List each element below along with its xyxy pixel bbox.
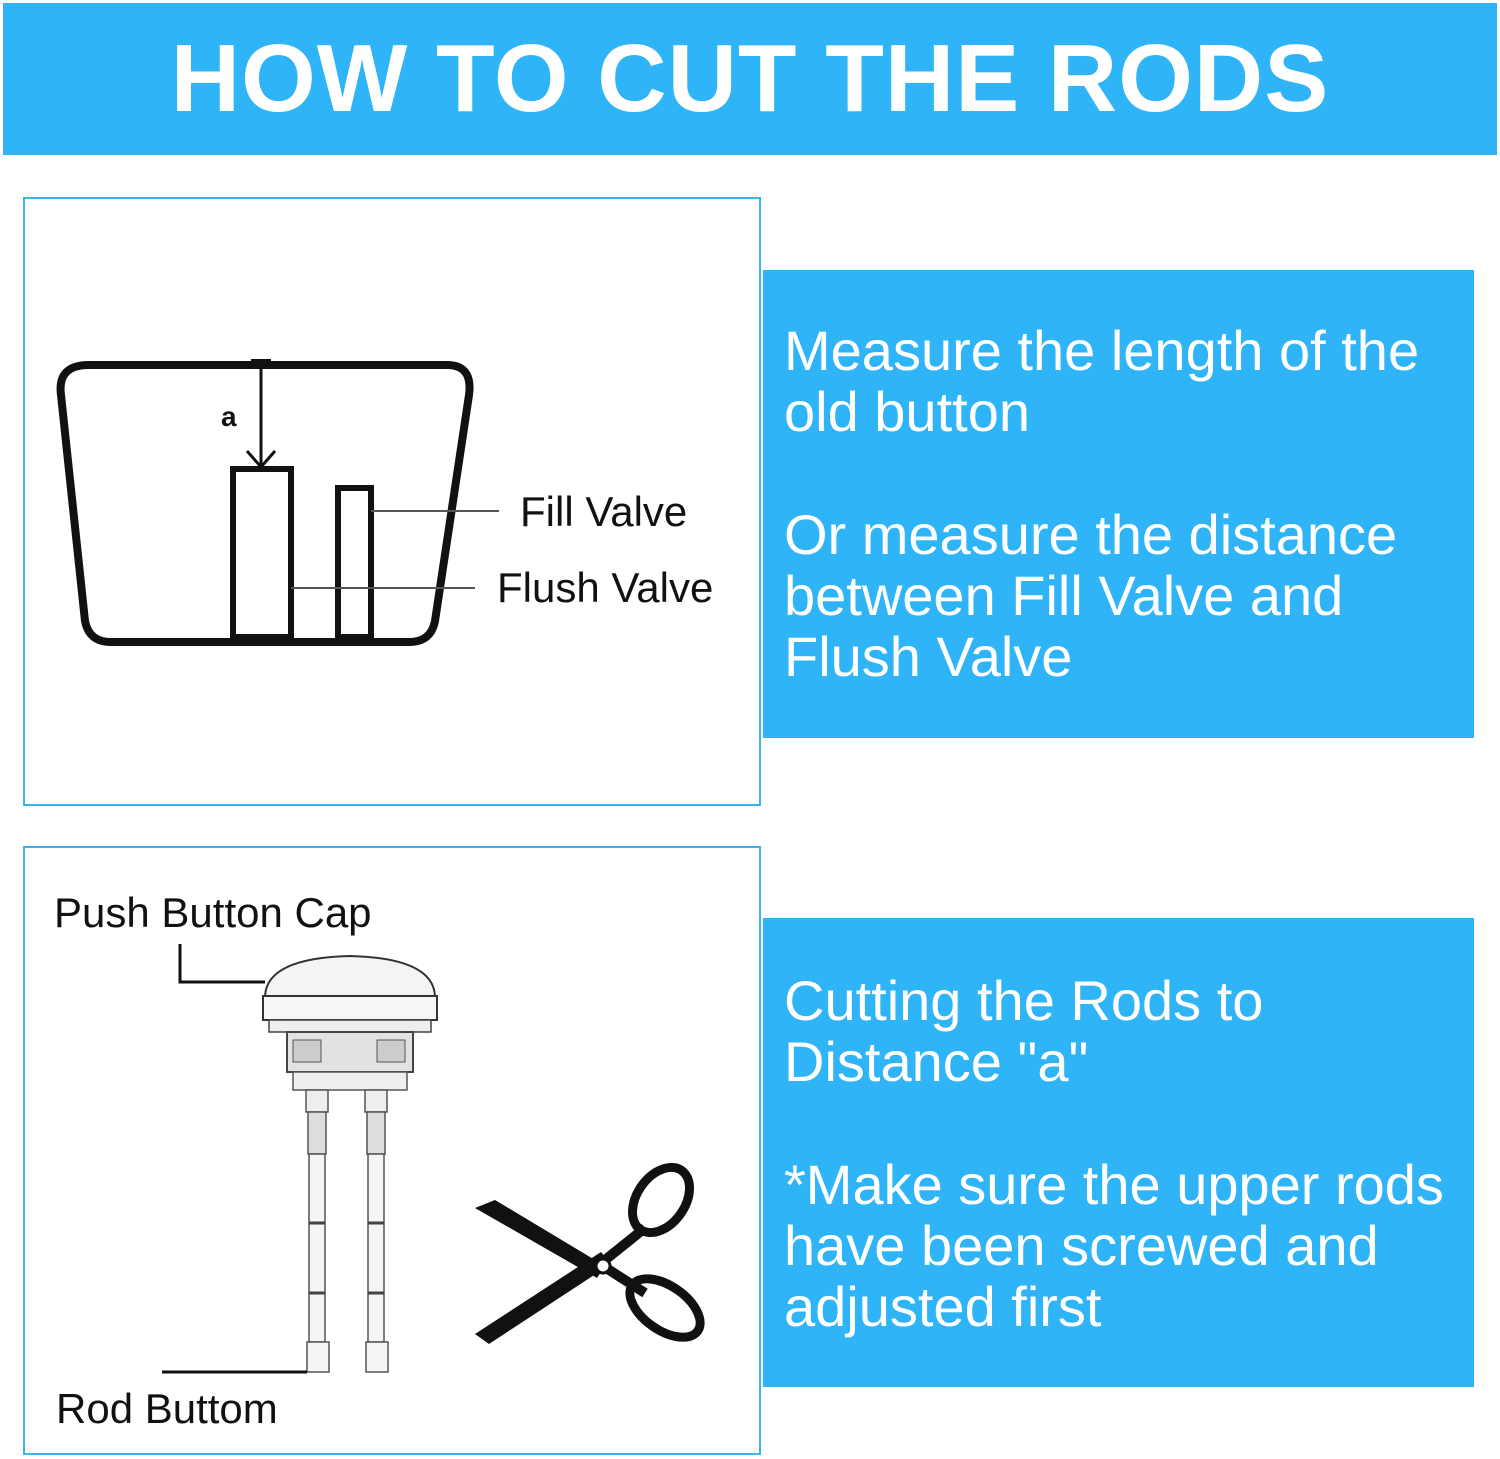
rod-left-thread <box>307 1111 327 1155</box>
scissors-handle-top <box>627 1162 695 1238</box>
rod-right <box>367 1153 385 1343</box>
fill-valve-shape <box>335 485 374 640</box>
rod-left-tip <box>306 1341 330 1373</box>
push-button-cap-label: Push Button Cap <box>54 889 372 936</box>
cutting-instruction: Cutting the Rods to Distance "a" <box>784 969 1264 1093</box>
cap-flange <box>268 1019 432 1033</box>
flush-valve-label: Flush Valve <box>497 564 714 611</box>
scissors-blade-upper <box>475 1200 605 1278</box>
rod-left-connector <box>305 1089 329 1113</box>
adjust-first-note: *Make sure the upper rods have been scre… <box>784 1153 1444 1338</box>
measure-button-instruction: Measure the length of the old button <box>784 319 1420 443</box>
rod-right-connector <box>364 1089 388 1113</box>
flush-valve-shape <box>230 466 294 640</box>
button-diagram-panel: Push Button Cap Rod Buttom <box>23 846 761 1455</box>
scissors-handle-bottom <box>625 1274 705 1342</box>
cap-clip-right <box>376 1039 406 1063</box>
tank-lid-marker <box>251 359 271 367</box>
scissors-blade-lower <box>475 1252 611 1344</box>
cap-clip-left <box>292 1039 322 1063</box>
cap-collar <box>262 995 438 1021</box>
scissors-icon <box>475 1162 705 1344</box>
rod-right-thread <box>366 1111 386 1155</box>
rod-bottom-label: Rod Buttom <box>56 1385 278 1432</box>
scissors-pivot <box>594 1257 612 1275</box>
push-button-cap <box>263 954 437 997</box>
cap-leader <box>178 944 265 984</box>
tank-outline <box>56 361 474 646</box>
tank-diagram <box>56 359 499 646</box>
tank-diagram-panel: a Fill Valve Flush Valve <box>23 197 761 806</box>
rod-left <box>308 1153 326 1343</box>
step1-instructions: Measure the length of the old button Or … <box>763 270 1474 738</box>
step2-instructions: Cutting the Rods to Distance "a" *Make s… <box>763 918 1474 1387</box>
page-title: HOW TO CUT THE RODS <box>170 25 1330 132</box>
rod-notches <box>309 1221 384 1295</box>
push-button-diagram <box>162 944 705 1374</box>
cap-base <box>292 1071 408 1091</box>
rod-right-tip <box>365 1341 389 1373</box>
measure-distance-instruction: Or measure the distance between Fill Val… <box>784 503 1398 688</box>
dimension-a-label: a <box>221 401 237 432</box>
fill-valve-label: Fill Valve <box>520 488 688 535</box>
header-banner: HOW TO CUT THE RODS <box>3 3 1497 155</box>
